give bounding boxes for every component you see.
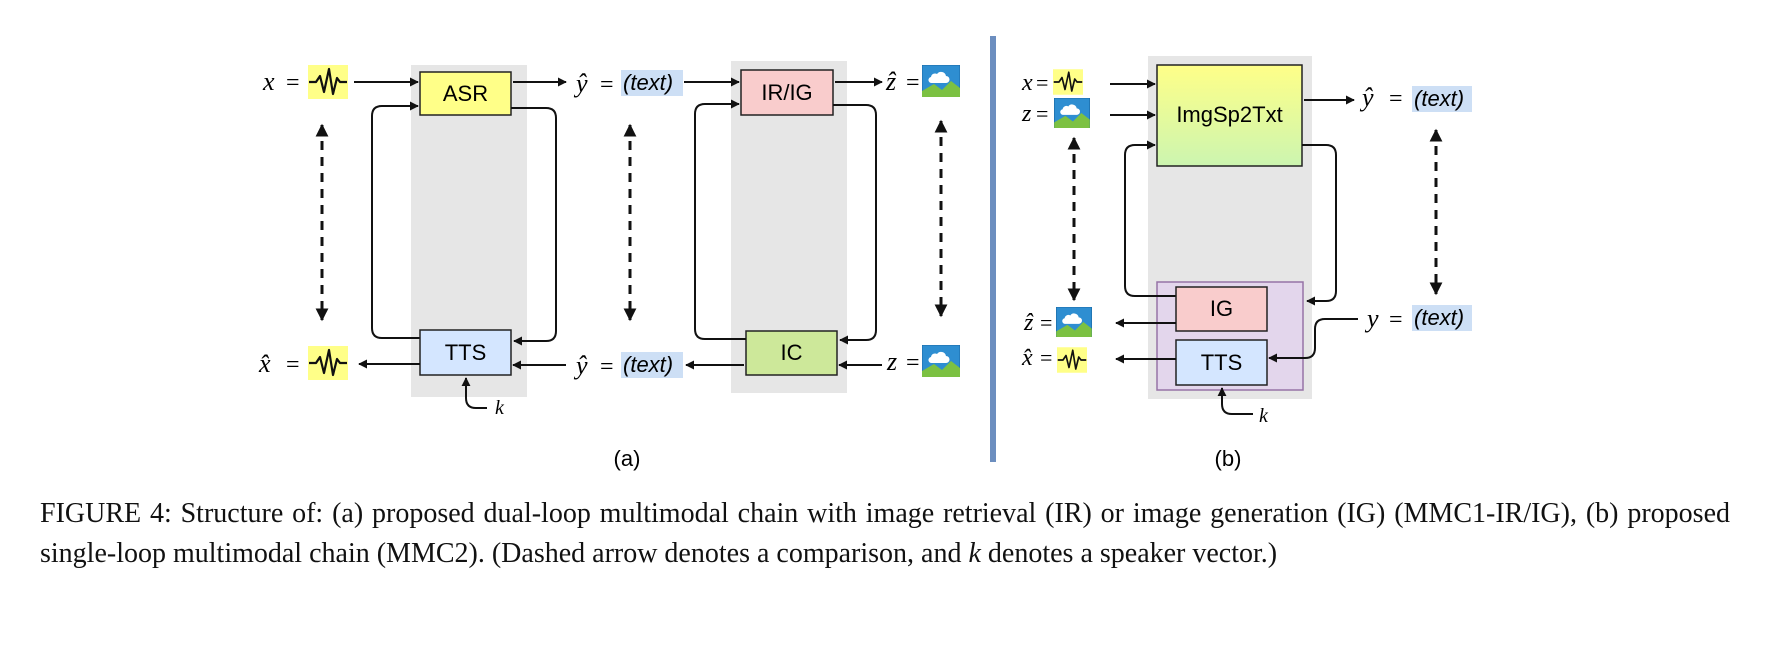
arrow-k-to-tts-b: [1217, 387, 1253, 415]
text-input-bottom-b: (text): [1414, 305, 1464, 330]
text-output-top-a: (text): [623, 70, 673, 95]
arrow-y-to-tts: [1268, 318, 1358, 363]
label-x-hat-bottom: x̂: [258, 349, 271, 378]
ic-block: [745, 330, 838, 376]
figure-caption: FIGURE 4: Structure of: (a) proposed dua…: [40, 494, 1730, 574]
panel-label-a: (a): [614, 446, 641, 471]
caption-k: k: [968, 538, 981, 569]
text-highlight-top-a: [621, 70, 683, 96]
text-output-bottom-a: (text): [623, 352, 673, 377]
loop-ic-to-irig: [694, 99, 746, 340]
caption-text-1: FIGURE 4: Structure of: (a) proposed dua…: [40, 498, 1730, 569]
ig-label: IG: [1210, 296, 1233, 321]
eq-y-hat-b: =: [1389, 86, 1403, 112]
image-icon: [1054, 98, 1090, 128]
loop-imgsp2txt-to-ig: [1302, 144, 1337, 306]
asr-block: [419, 71, 512, 116]
panel-divider: [990, 36, 996, 462]
eq-y-b: =: [1389, 307, 1403, 333]
image-icon: [922, 345, 960, 377]
loop-irig-to-ic: [833, 104, 877, 345]
loop-ig-to-imgsp2txt: [1124, 140, 1176, 297]
asr-label: ASR: [443, 81, 488, 106]
text-output-top-b: (text): [1414, 86, 1464, 111]
waveform-icon: [1057, 347, 1087, 373]
tts-label-b: TTS: [1201, 350, 1243, 375]
panel-a: x = ASR ŷ = (text) IR/IG ẑ = TTS x̂ =: [258, 61, 960, 471]
eq-z-b: =: [1036, 101, 1048, 126]
label-x: x: [262, 67, 275, 96]
label-z-hat-b: ẑ: [1023, 310, 1034, 336]
text-highlight-bottom-a: [621, 352, 683, 378]
label-z-bottom: z: [886, 347, 897, 376]
eq-x: =: [286, 70, 300, 96]
arrow-k-to-tts: [461, 377, 487, 409]
tts-block-b: [1175, 339, 1268, 386]
ic-label: IC: [781, 340, 803, 365]
eq-x-b: =: [1036, 70, 1048, 95]
image-icon: [1056, 307, 1092, 337]
label-y-hat-b: ŷ: [1359, 83, 1374, 112]
caption-text-2: denotes a speaker vector.): [980, 538, 1278, 569]
eq-z-hat-b: =: [1040, 310, 1052, 335]
eq-x-hat-bottom: =: [286, 352, 300, 378]
irig-block: [740, 69, 834, 116]
imgsp2txt-block: [1156, 64, 1303, 167]
eq-z-hat-top: =: [906, 70, 920, 96]
label-z-b: z: [1021, 101, 1032, 127]
ig-block: [1175, 286, 1268, 332]
eq-x-hat-b: =: [1040, 345, 1052, 370]
label-y-hat-top: ŷ: [573, 69, 588, 98]
label-y-hat-bottom: ŷ: [573, 351, 588, 380]
text-highlight-top-b: [1412, 86, 1472, 112]
eq-y-hat-bottom: =: [600, 354, 614, 380]
label-k-b: k: [1259, 405, 1269, 427]
label-x-hat-b: x̂: [1021, 345, 1033, 371]
tts-block-a: [419, 329, 512, 376]
eq-y-hat-top: =: [600, 72, 614, 98]
eq-z-bottom: =: [906, 350, 920, 376]
image-icon: [922, 65, 960, 97]
label-k-a: k: [495, 397, 505, 419]
label-x-b: x: [1021, 70, 1033, 96]
label-z-hat-top: ẑ: [885, 67, 897, 96]
imgsp2txt-label: ImgSp2Txt: [1176, 102, 1282, 127]
panel-b: x = z = ImgSp2Txt ŷ = (text) IG TTS ẑ =: [1021, 56, 1472, 471]
waveform-icon: [308, 65, 348, 99]
waveform-icon: [1053, 69, 1083, 95]
irig-label: IR/IG: [761, 80, 812, 105]
loop-tts-to-asr: [371, 101, 420, 339]
panel-label-b: (b): [1215, 446, 1242, 471]
label-y-b: y: [1364, 304, 1379, 333]
text-highlight-bottom-b: [1412, 305, 1472, 331]
tts-label-a: TTS: [445, 340, 487, 365]
waveform-icon: [308, 346, 348, 380]
loop-asr-to-tts: [511, 107, 557, 346]
